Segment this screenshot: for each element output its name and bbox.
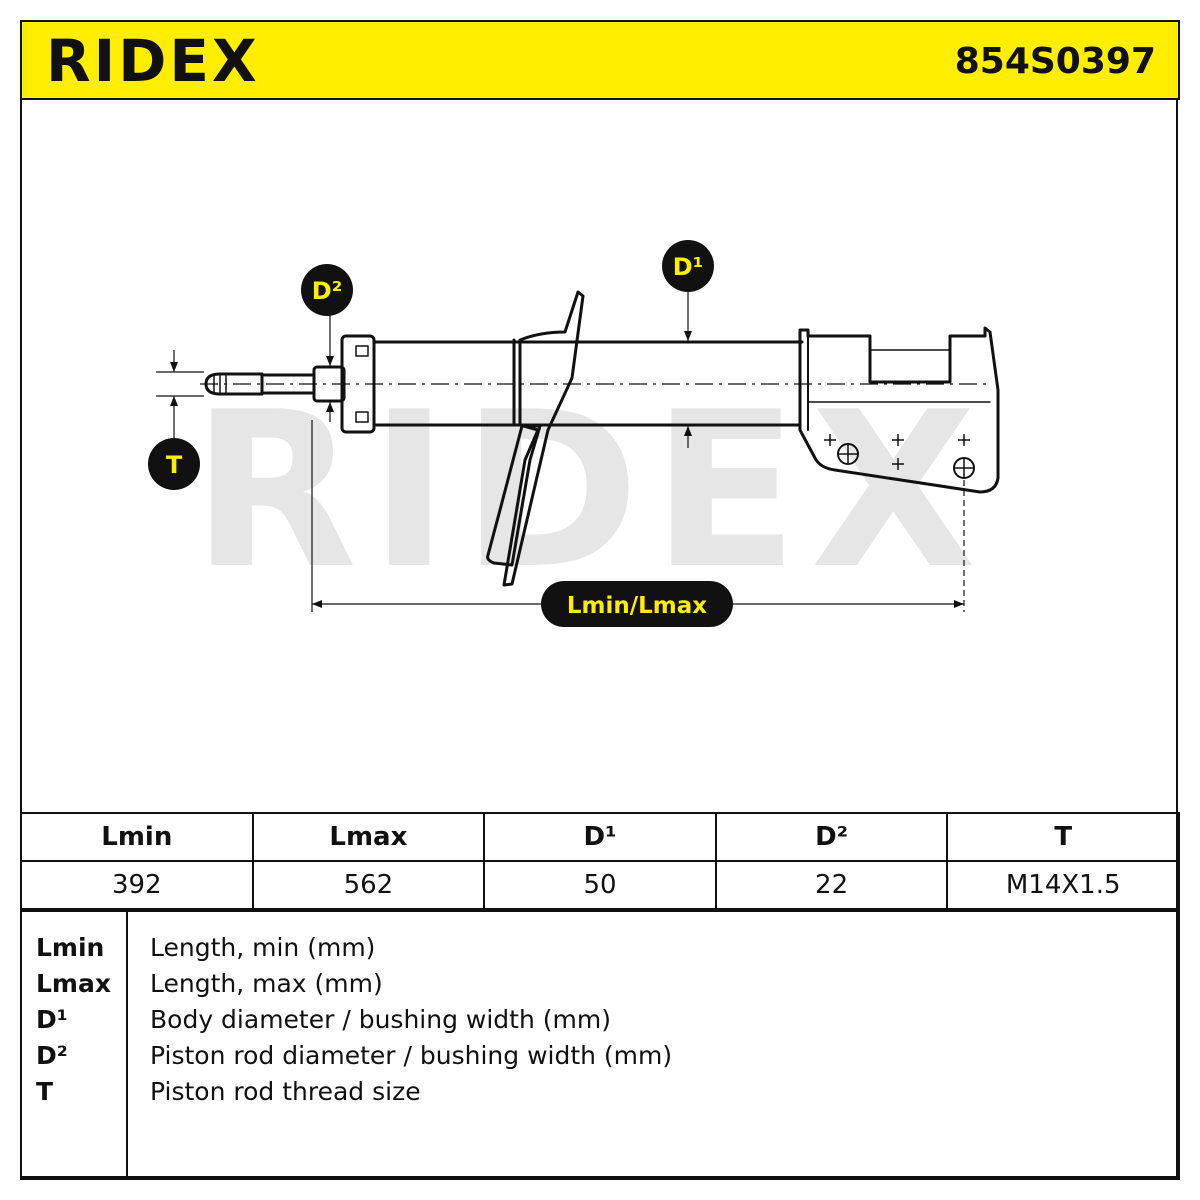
spec-header: T [946,812,1180,862]
legend-desc: Length, max (mm) [150,969,383,998]
spec-header: D² [714,812,949,862]
header-bar: RIDEX 854S0397 [20,20,1180,100]
rod-thread-end [204,372,264,396]
t-badge: T [148,438,200,490]
legend-item: T Piston rod thread size [22,1074,1178,1110]
legend-desc: Length, min (mm) [150,933,376,962]
t-label: T [166,451,183,479]
legend-box: Lmin Length, min (mm) Lmax Length, max (… [20,910,1180,1180]
spec-value: M14X1.5 [946,860,1180,910]
length-label: Lmin/Lmax [567,593,707,619]
spec-value-row: 392 562 50 22 M14X1.5 [20,860,1180,910]
spec-header: D¹ [483,812,717,862]
d2-label: D² [312,277,342,305]
d1-badge: D¹ [662,240,714,292]
legend-item: Lmax Length, max (mm) [22,966,1178,1002]
shock-absorber-drawing: RIDEX [148,240,1000,627]
spec-header-row: Lmin Lmax D¹ D² T [20,812,1180,862]
legend-divider [126,912,128,1178]
legend-desc: Piston rod thread size [150,1077,421,1106]
legend-key: T [36,1077,54,1106]
legend-item: Lmin Length, min (mm) [22,930,1178,966]
legend-key: Lmin [36,933,105,962]
legend-desc: Piston rod diameter / bushing width (mm) [150,1041,673,1070]
d2-badge: D² [301,264,353,316]
legend-key: Lmax [36,969,111,998]
spec-value: 50 [483,860,717,910]
legend-desc: Body diameter / bushing width (mm) [150,1005,611,1034]
legend-key: D¹ [36,1005,68,1034]
legend-key: D² [36,1041,68,1070]
part-number: 854S0397 [954,41,1156,82]
spec-header: Lmax [251,812,486,862]
spring-seat [502,290,585,587]
d1-label: D¹ [673,253,703,281]
spec-table: Lmin Lmax D¹ D² T 392 562 50 22 M14X1.5 [20,812,1180,910]
spec-value: 562 [251,860,486,910]
watermark: RIDEX [192,365,989,616]
body-tube [372,340,804,427]
spec-value: 22 [714,860,949,910]
brand-logo: RIDEX [46,27,260,95]
legend-item: D¹ Body diameter / bushing width (mm) [22,1002,1178,1038]
spec-value: 392 [20,860,254,910]
knuckle-bracket [798,326,1000,494]
spec-header: Lmin [20,812,254,862]
legend-item: D² Piston rod diameter / bushing width (… [22,1038,1178,1074]
length-badge: Lmin/Lmax [541,581,733,627]
